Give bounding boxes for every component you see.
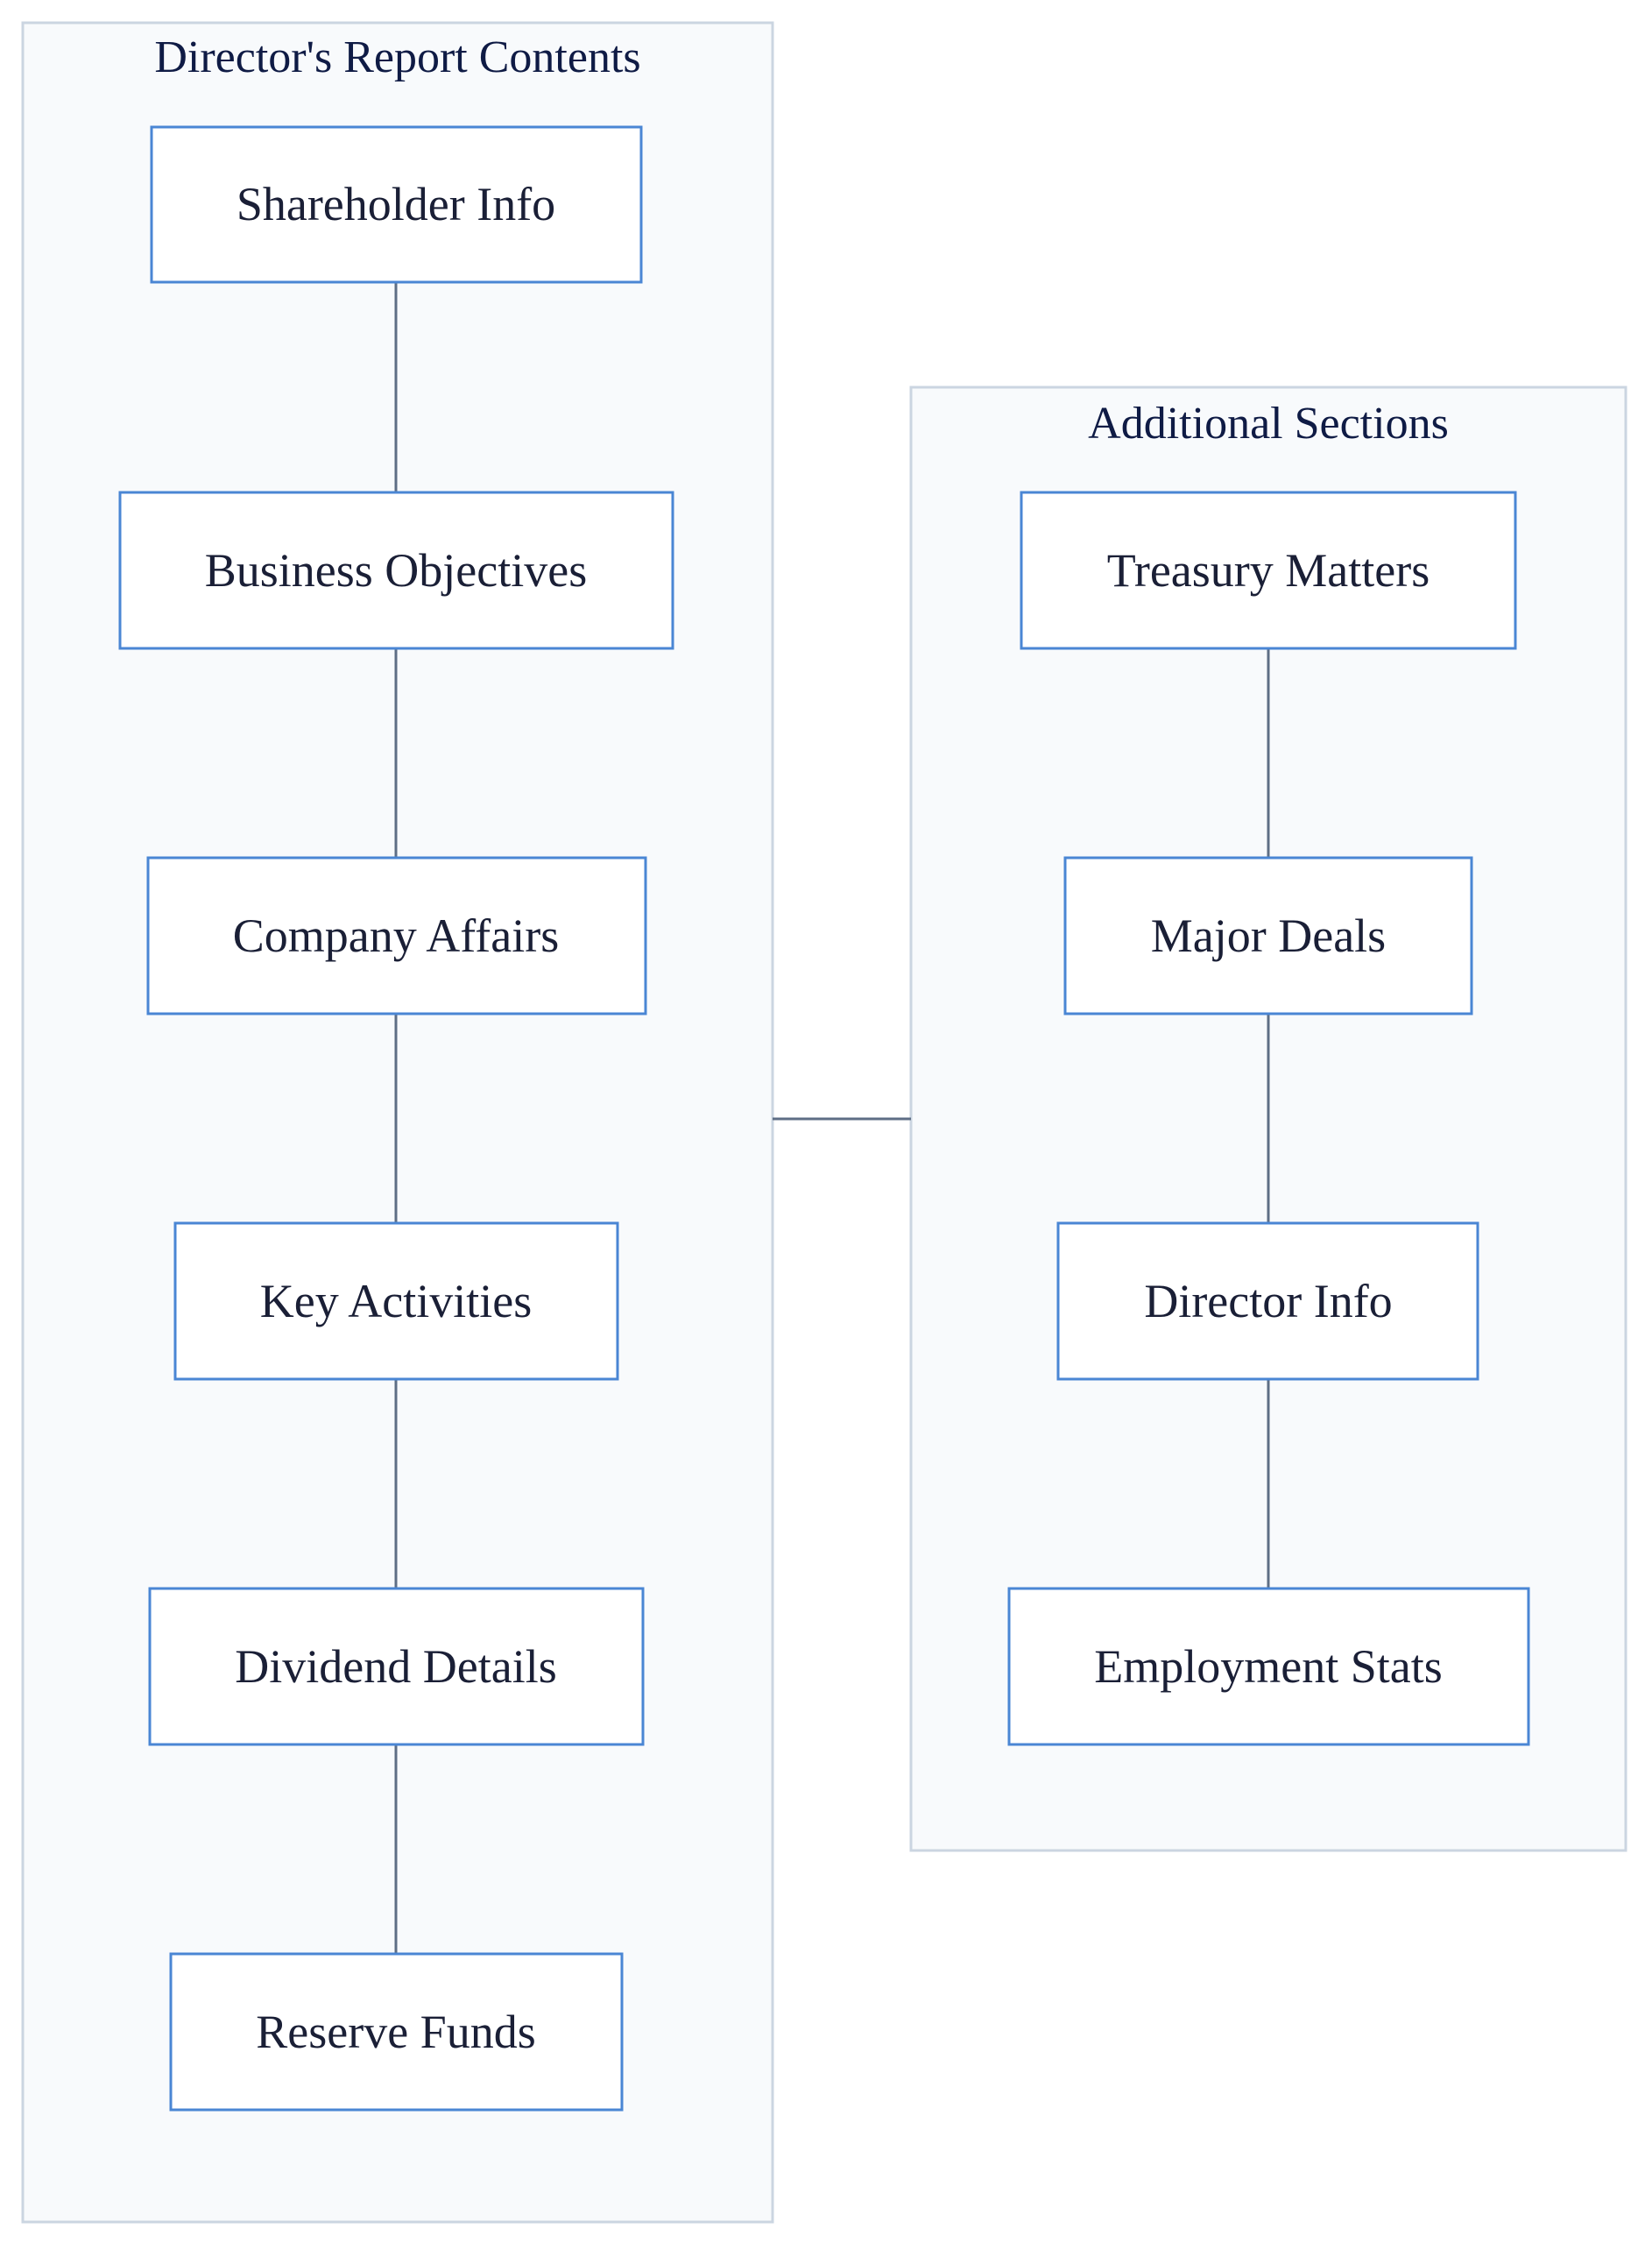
cluster-title-additional-sections: Additional Sections: [1088, 399, 1449, 449]
node-shareholder-info: Shareholder Info: [150, 125, 643, 284]
node-box: [1020, 491, 1517, 650]
node-label: Treasury Matters: [1107, 544, 1430, 597]
node-director-info: Director Info: [1056, 1221, 1479, 1381]
node-box: [150, 125, 643, 284]
node-box: [1056, 1221, 1479, 1381]
cluster-box-directors-report: [21, 21, 774, 2224]
cluster-directors-report-contents: Director's Report Contents: [21, 21, 774, 2224]
node-label: Shareholder Info: [237, 178, 555, 230]
node-label: Employment Stats: [1094, 1640, 1443, 1693]
node-box: [169, 1952, 624, 2112]
node-box: [148, 1587, 645, 1746]
node-box: [1007, 1587, 1530, 1746]
node-box: [1063, 856, 1473, 1015]
node-box: [118, 491, 674, 650]
node-key-activities: Key Activities: [173, 1221, 619, 1381]
node-label: Company Affairs: [233, 909, 559, 962]
node-treasury-matters: Treasury Matters: [1020, 491, 1517, 650]
node-box: [146, 856, 647, 1015]
node-reserve-funds: Reserve Funds: [169, 1952, 624, 2112]
node-label: Reserve Funds: [256, 2006, 535, 2058]
node-employment-stats: Employment Stats: [1007, 1587, 1530, 1746]
node-company-affairs: Company Affairs: [146, 856, 647, 1015]
node-business-objectives: Business Objectives: [118, 491, 674, 650]
node-label: Key Activities: [260, 1275, 532, 1327]
cluster-title-directors-report: Director's Report Contents: [154, 32, 640, 82]
node-box: [173, 1221, 619, 1381]
node-label: Major Deals: [1151, 909, 1386, 962]
node-major-deals: Major Deals: [1063, 856, 1473, 1015]
node-label: Director Info: [1144, 1275, 1392, 1327]
node-dividend-details: Dividend Details: [148, 1587, 645, 1746]
node-label: Business Objectives: [205, 544, 587, 597]
node-label: Dividend Details: [235, 1640, 556, 1693]
